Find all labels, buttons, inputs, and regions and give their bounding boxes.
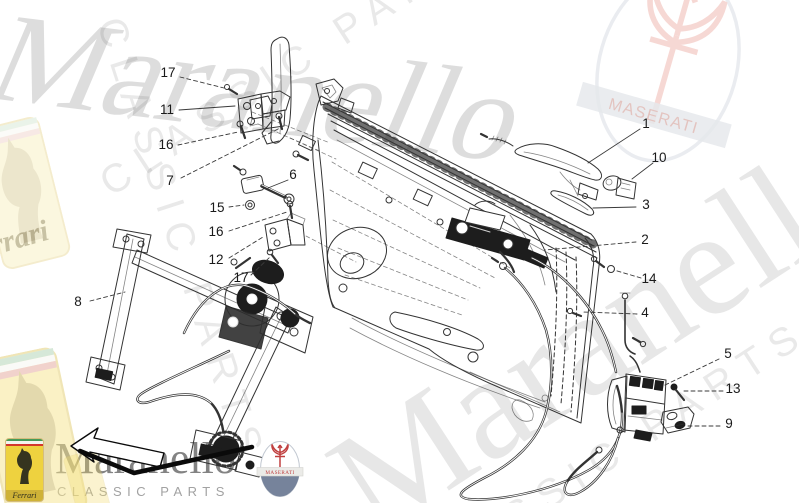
- callout-16-upper[interactable]: 16: [158, 137, 174, 152]
- ferrari-badge: Ferrari: [5, 438, 44, 502]
- callout-9[interactable]: 9: [725, 416, 733, 431]
- window-regulator: [85, 228, 314, 478]
- callout-11[interactable]: 11: [159, 102, 174, 117]
- callout-3[interactable]: 3: [642, 197, 650, 212]
- callout-4[interactable]: 4: [641, 305, 649, 320]
- upper-hinge: [224, 84, 291, 140]
- callout-leader-lines: [89, 76, 724, 427]
- callout-13[interactable]: 13: [725, 381, 741, 396]
- callout-16-lower[interactable]: 16: [208, 224, 224, 239]
- ferrari-badge-label: Ferrari: [6, 490, 43, 501]
- italian-flag-stripes: [6, 439, 43, 446]
- door-check-strap: [232, 164, 295, 210]
- direction-arrow: [70, 427, 255, 476]
- classic-parts-subtitle: CLASSIC PARTS: [57, 484, 230, 499]
- internal-handle-mechanism: [445, 200, 549, 274]
- prancing-horse-icon: [16, 448, 32, 484]
- lower-hinge: [264, 200, 357, 265]
- window-guide-rail: [249, 36, 337, 160]
- callout-6[interactable]: 6: [289, 167, 297, 182]
- callout-12[interactable]: 12: [208, 252, 224, 267]
- callout-14[interactable]: 14: [641, 271, 657, 286]
- callout-7[interactable]: 7: [166, 173, 174, 188]
- handle-gasket: [550, 190, 595, 216]
- maserati-logo: MASERATI: [256, 441, 304, 497]
- lock-cylinder: [602, 175, 637, 200]
- callout-10[interactable]: 10: [651, 150, 667, 165]
- callout-8[interactable]: 8: [74, 294, 82, 309]
- exterior-door-handle: [479, 132, 603, 201]
- maserati-logo-label: MASERATI: [265, 470, 294, 476]
- callout-1[interactable]: 1: [642, 116, 650, 131]
- trident-icon: [271, 444, 289, 467]
- callout-5[interactable]: 5: [724, 346, 732, 361]
- door-shell: [292, 78, 601, 424]
- lock-rod-and-screws: [566, 255, 647, 355]
- callout-17-top[interactable]: 17: [160, 65, 176, 80]
- callout-15[interactable]: 15: [209, 200, 225, 215]
- callout-2[interactable]: 2: [641, 232, 649, 247]
- callout-17-lower[interactable]: 17: [233, 270, 249, 285]
- lock-striker: [660, 383, 695, 434]
- door-lock-actuator: [607, 355, 667, 442]
